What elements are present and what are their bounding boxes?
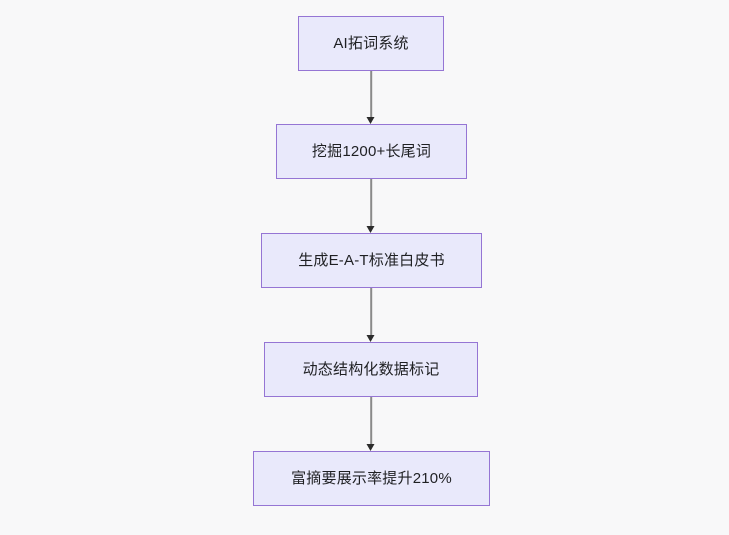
edge-arrowhead-4 — [366, 443, 375, 451]
edge-line-2 — [370, 179, 372, 226]
flow-node-rich-snippet-uplift[interactable]: 富摘要展示率提升210% — [253, 451, 490, 506]
edge-line-4 — [370, 397, 372, 444]
edge-line-1 — [370, 71, 372, 117]
flow-node-label: AI拓词系统 — [333, 35, 409, 52]
flow-node-label: 挖掘1200+长尾词 — [311, 143, 432, 160]
flow-node-generate-eat-whitepaper[interactable]: 生成E-A-T标准白皮书 — [261, 233, 482, 288]
flow-node-label: 富摘要展示率提升210% — [291, 470, 452, 487]
flow-node-mine-longtail-keywords[interactable]: 挖掘1200+长尾词 — [276, 124, 467, 179]
flow-node-label: 动态结构化数据标记 — [302, 361, 440, 378]
flow-node-ai-keyword-system[interactable]: AI拓词系统 — [298, 16, 444, 71]
flow-node-label: 生成E-A-T标准白皮书 — [298, 252, 445, 269]
edge-arrowhead-1 — [366, 116, 375, 124]
edge-line-3 — [370, 288, 372, 335]
flow-node-dynamic-structured-data-markup[interactable]: 动态结构化数据标记 — [264, 342, 478, 397]
edge-arrowhead-2 — [366, 225, 375, 233]
edge-arrowhead-3 — [366, 334, 375, 342]
